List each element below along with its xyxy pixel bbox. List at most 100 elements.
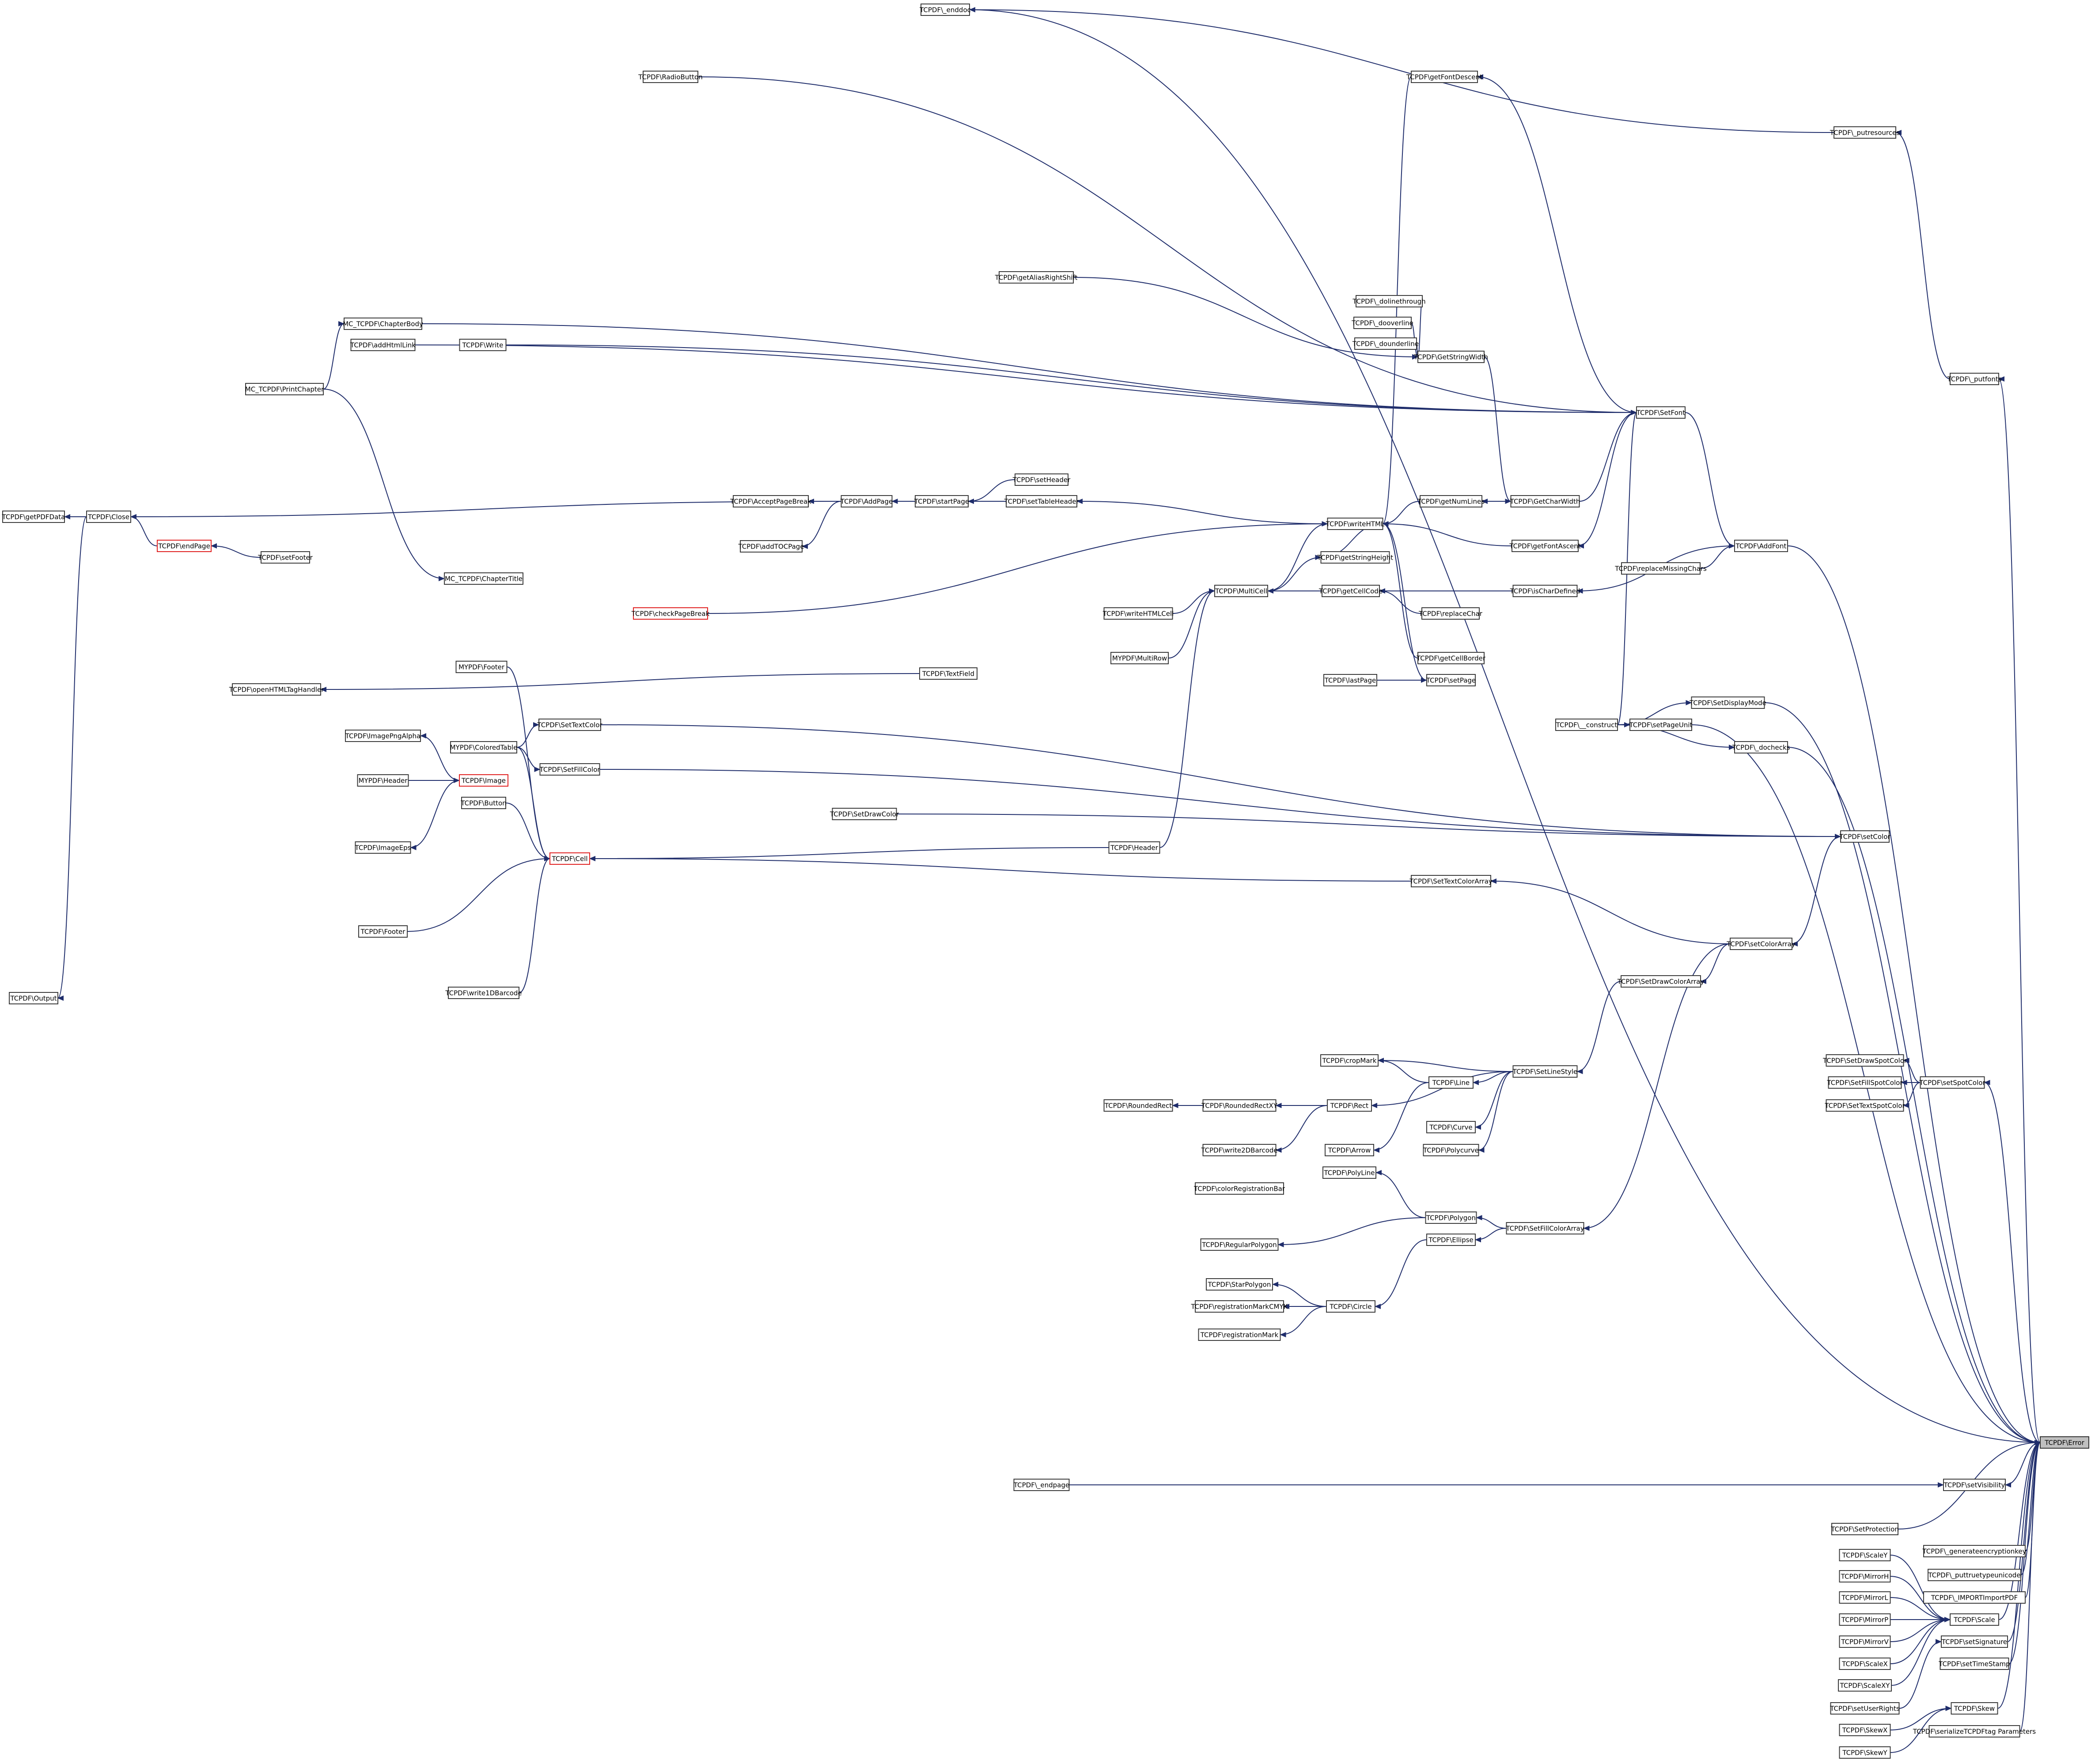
node-starpolygon[interactable]: TCPDF\StarPolygon xyxy=(1206,1278,1273,1291)
node-close[interactable]: TCPDF\Close xyxy=(86,511,131,523)
node-coloredtable[interactable]: MYPDF\ColoredTable xyxy=(450,741,518,753)
node-setfooter[interactable]: TCPDF\setFooter xyxy=(258,551,313,564)
node-polygon[interactable]: TCPDF\Polygon xyxy=(1425,1211,1477,1224)
node-scaley[interactable]: TCPDF\ScaleY xyxy=(1839,1549,1891,1561)
node-setheader[interactable]: TCPDF\setHeader xyxy=(1012,473,1071,486)
node-mirrorl[interactable]: TCPDF\MirrorL xyxy=(1839,1591,1891,1604)
node-setprotection[interactable]: TCPDF\SetProtection xyxy=(1830,1523,1899,1535)
node-getcellborder[interactable]: TCPDF\getCellBorder xyxy=(1416,652,1486,664)
node-puttruetypeunicode[interactable]: TCPDF\_puttruetypeunicode xyxy=(1928,1569,2021,1581)
node-getcharwidth[interactable]: TCPDF\GetCharWidth xyxy=(1510,495,1580,507)
node-imagepngalpha[interactable]: TCPDF\ImagePngAlpha xyxy=(345,730,421,742)
node-setfillcolorarray[interactable]: TCPDF\SetFillColorArray xyxy=(1505,1222,1584,1234)
node-addhtmllink[interactable]: TCPDF\addHtmlLink xyxy=(350,339,416,351)
node-scalexy[interactable]: TCPDF\ScaleXY xyxy=(1838,1679,1892,1692)
node-curve[interactable]: TCPDF\Curve xyxy=(1426,1121,1476,1133)
node-lastpage[interactable]: TCPDF\lastPage xyxy=(1323,674,1377,686)
node-circle[interactable]: TCPDF\Circle xyxy=(1326,1300,1375,1313)
node-roundedrectxy[interactable]: TCPDF\RoundedRectXY xyxy=(1201,1099,1278,1112)
node-multirow[interactable]: MYPDF\MultiRow xyxy=(1110,652,1169,664)
node-getaliasrightshift[interactable]: TCPDF\getAliasRightShift xyxy=(995,271,1078,284)
node-setsignature[interactable]: TCPDF\setSignature xyxy=(1941,1635,2008,1648)
node-getstringwidth[interactable]: TCPDF\GetStringWidth xyxy=(1413,351,1488,363)
node-setdrawcolorarray[interactable]: TCPDF\SetDrawColorArray xyxy=(1617,975,1705,988)
node-setfillspotcolor[interactable]: TCPDF\SetFillSpotColor xyxy=(1827,1076,1903,1089)
node-header[interactable]: TCPDF\Header xyxy=(1108,841,1160,854)
node-acceptpagebreak[interactable]: TCPDF\AcceptPageBreak xyxy=(730,495,811,507)
node-endpage[interactable]: TCPDF\endPage xyxy=(157,540,212,552)
node-endpage_[interactable]: TCPDF\_endpage xyxy=(1013,1479,1070,1491)
node-write[interactable]: TCPDF\Write xyxy=(459,339,507,351)
node-getcellcode[interactable]: TCPDF\getCellCode xyxy=(1318,585,1383,597)
node-mirrorv[interactable]: TCPDF\MirrorV xyxy=(1839,1635,1891,1648)
node-mirrorp[interactable]: TCPDF\MirrorP xyxy=(1839,1613,1891,1626)
node-writehtmlcell[interactable]: TCPDF\writeHTMLCell xyxy=(1102,607,1174,620)
node-footer[interactable]: TCPDF\Footer xyxy=(358,925,408,938)
node-setlinestyle[interactable]: TCPDF\SetLineStyle xyxy=(1512,1065,1578,1078)
node-output[interactable]: TCPDF\Output xyxy=(9,992,58,1004)
node-dochecks[interactable]: TCPDF\_dochecks xyxy=(1732,741,1790,753)
node-checkpagebreak[interactable]: TCPDF\checkPageBreak xyxy=(631,607,710,620)
node-setspotcolor[interactable]: TCPDF\setSpotColor xyxy=(1919,1076,1985,1089)
node-registrationmarkcmyk[interactable]: TCPDF\registrationMarkCMYK xyxy=(1191,1300,1288,1313)
node-skew[interactable]: TCPDF\Skew xyxy=(1951,1702,1998,1715)
node-getnumlines[interactable]: TCPDF\getNumLines xyxy=(1417,495,1485,507)
node-colorregistrationbar[interactable]: TCPDF\colorRegistrationBar xyxy=(1193,1182,1285,1195)
node-setvisibility[interactable]: TCPDF\setVisibility xyxy=(1943,1479,2006,1491)
node-write1dbarcode[interactable]: TCPDF\write1DBarcode xyxy=(445,987,522,999)
node-setcolor[interactable]: TCPDF\setColor xyxy=(1839,830,1890,843)
node-write2dbarcode[interactable]: TCPDF\write2DBarcode xyxy=(1201,1144,1278,1156)
node-openhtmltaghandler[interactable]: TCPDF\openHTMLTagHandler xyxy=(229,683,324,696)
node-putresources[interactable]: TCPDF\_putresources xyxy=(1830,126,1900,139)
node-skewy[interactable]: TCPDF\SkewY xyxy=(1839,1746,1891,1759)
node-replacechar[interactable]: TCPDF\replaceChar xyxy=(1418,607,1483,620)
node-cropmark[interactable]: TCPDF\cropMark xyxy=(1320,1054,1379,1067)
node-startpage[interactable]: TCPDF\startPage xyxy=(914,495,969,507)
node-importpdf[interactable]: TCPDF\_IMPORTImportPDF xyxy=(1923,1591,2026,1604)
node-setuserrights[interactable]: TCPDF\setUserRights xyxy=(1830,1702,1900,1715)
node-image[interactable]: TCPDF\Image xyxy=(459,774,508,787)
node-dounderline[interactable]: TCPDF\_dounderline xyxy=(1352,337,1419,350)
node-setfont[interactable]: TCPDF\SetFont xyxy=(1636,406,1686,419)
node-rect[interactable]: TCPDF\Rect xyxy=(1327,1099,1372,1112)
node-cell[interactable]: TCPDF\Cell xyxy=(549,852,590,865)
node-setcolorarray[interactable]: TCPDF\setColorArray xyxy=(1726,938,1796,950)
node-setdrawspotcolor[interactable]: TCPDF\SetDrawSpotColor xyxy=(1822,1054,1907,1067)
node-multicell[interactable]: TCPDF\MultiCell xyxy=(1214,585,1268,597)
node-generateencryptionkey[interactable]: TCPDF\_generateencryptionkey xyxy=(1922,1545,2027,1557)
node-setpageunit[interactable]: TCPDF\setPageUnit xyxy=(1629,719,1693,731)
node-printchapter[interactable]: MC_TCPDF\PrintChapter xyxy=(245,383,324,395)
node-mirrorh[interactable]: TCPDF\MirrorH xyxy=(1839,1570,1891,1582)
node-line[interactable]: TCPDF\Line xyxy=(1428,1076,1474,1089)
node-scale[interactable]: TCPDF\Scale xyxy=(1950,1613,1999,1626)
node-settableheader[interactable]: TCPDF\setTableHeader xyxy=(1004,495,1080,507)
node-settextcolorarray[interactable]: TCPDF\SetTextColorArray xyxy=(1409,875,1493,887)
node-addpage[interactable]: TCPDF\AddPage xyxy=(840,495,893,507)
node-textfield[interactable]: TCPDF\TextField xyxy=(919,667,977,680)
node-ischardefined[interactable]: TCPDF\isCharDefined xyxy=(1510,585,1580,597)
node-scalex[interactable]: TCPDF\ScaleX xyxy=(1839,1658,1891,1670)
node-radiobutton[interactable]: TCPDF\RadioButton xyxy=(638,71,703,83)
node-dolinethrough[interactable]: TCPDF\_dolinethrough xyxy=(1352,295,1426,307)
node-button[interactable]: TCPDF\Button xyxy=(460,797,507,809)
node-settextspotcolor[interactable]: TCPDF\SetTextSpotColor xyxy=(1824,1099,1905,1112)
node-roundedrect[interactable]: TCPDF\RoundedRect xyxy=(1103,1099,1173,1112)
node-getpdfdata[interactable]: TCPDF\getPDFData xyxy=(2,511,65,523)
node-settextcolor[interactable]: TCPDF\SetTextColor xyxy=(537,719,602,731)
node-enddoc[interactable]: TCPDF\_enddoc xyxy=(919,4,971,16)
node-error[interactable]: TCPDF\Error xyxy=(2040,1436,2089,1449)
node-replacemissingchars[interactable]: TCPDF\replaceMissingChars xyxy=(1614,562,1707,575)
node-setdisplaymode[interactable]: TCPDF\SetDisplayMode xyxy=(1689,697,1766,709)
node-skewx[interactable]: TCPDF\SkewX xyxy=(1839,1724,1891,1736)
node-construct[interactable]: TCPDF\__construct xyxy=(1555,719,1618,731)
node-setfillcolor[interactable]: TCPDF\SetFillColor xyxy=(539,763,601,776)
node-setdrawcolor[interactable]: TCPDF\SetDrawColor xyxy=(830,808,899,820)
node-imageeps[interactable]: TCPDF\ImageEps xyxy=(355,841,411,854)
node-myfooter[interactable]: MYPDF\Footer xyxy=(455,661,508,673)
node-getstringheight[interactable]: TCPDF\getStringHeight xyxy=(1317,551,1393,564)
node-dooverline[interactable]: TCPDF\_dooverline xyxy=(1351,317,1413,329)
node-writehtml[interactable]: TCPDF\writeHTML xyxy=(1326,518,1385,530)
node-addtocpage[interactable]: TCPDF\addTOCPage xyxy=(738,540,804,553)
node-polyline[interactable]: TCPDF\PolyLine xyxy=(1322,1166,1376,1179)
node-myheader[interactable]: MYPDF\Header xyxy=(357,774,409,787)
